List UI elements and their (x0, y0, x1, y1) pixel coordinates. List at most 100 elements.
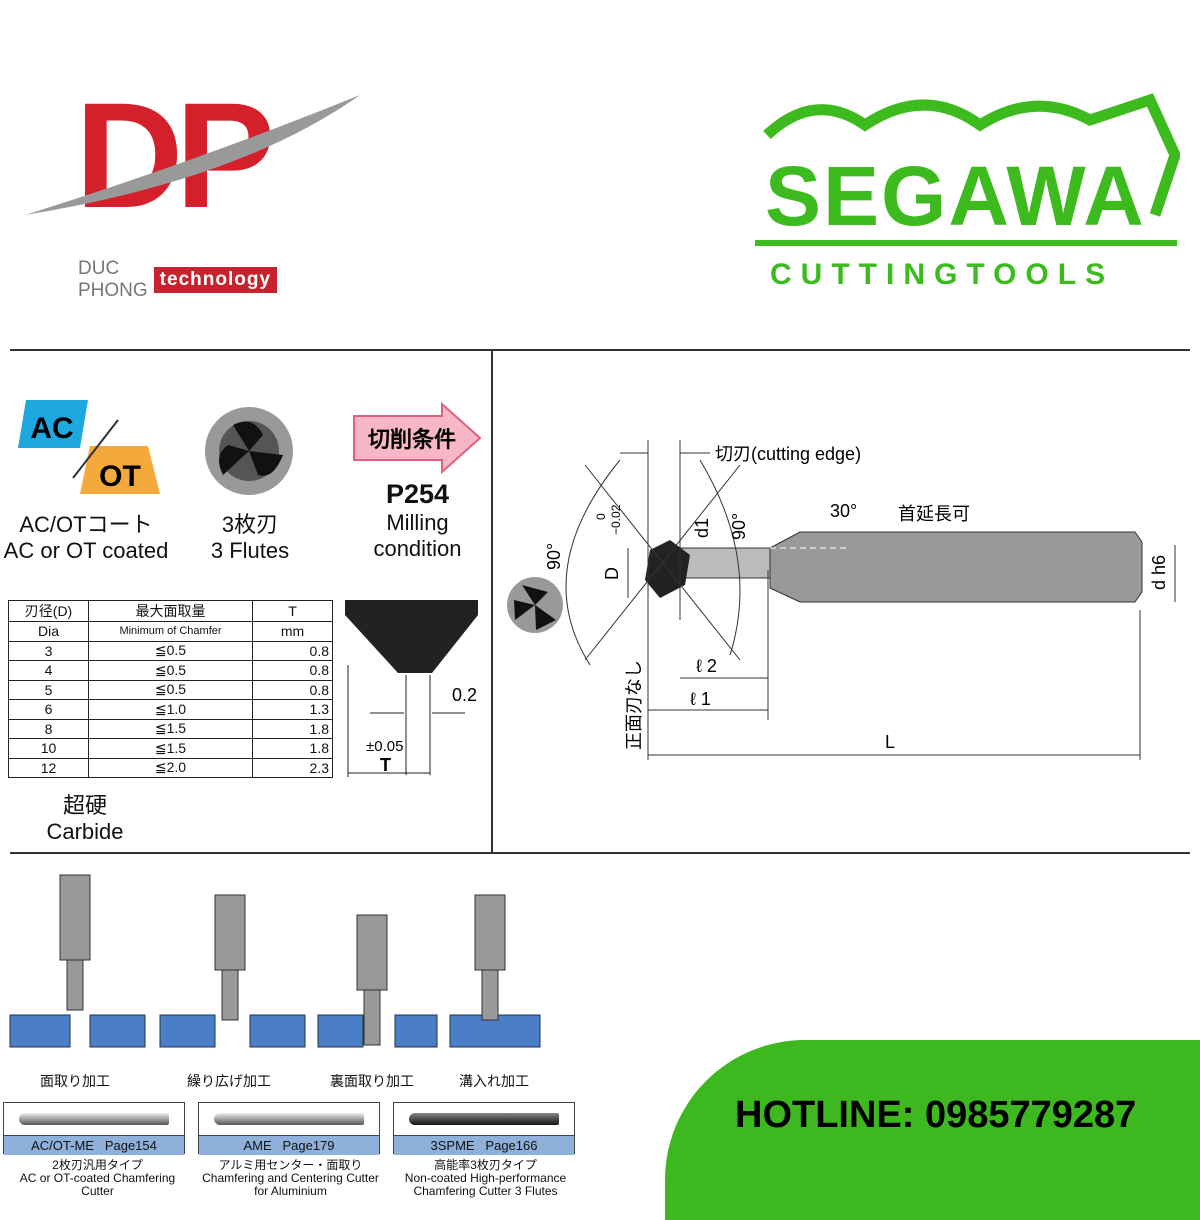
table-header-row: 刃径(D) 最大面取量 T (8, 600, 333, 622)
cell-dia: 3 (8, 640, 89, 661)
cell-dia: 5 (8, 679, 89, 700)
hotline-banner (665, 1040, 1200, 1220)
hotline-text[interactable]: HOTLINE: 0985779287 (735, 1094, 1137, 1136)
product-card-ame[interactable]: AME Page179 (198, 1102, 380, 1155)
cell-t: 1.3 (252, 699, 333, 720)
cell-t: 0.8 (252, 679, 333, 700)
cell-dia: 4 (8, 660, 89, 681)
desc-en2: Cutter (81, 1184, 114, 1198)
product-card-ac-ot-me[interactable]: AC/OT-ME Page154 (3, 1102, 185, 1155)
tol-top: 0 (594, 513, 608, 520)
segawa-name: SEGAWA (765, 149, 1146, 243)
header-chamfer-jp: 最大面取量 (88, 600, 253, 622)
cell-dia: 12 (8, 757, 89, 778)
desc-en1: Chamfering and Centering Cutter (202, 1171, 379, 1185)
dim-dh6: d h6 (1149, 555, 1169, 590)
dim-D: D (602, 567, 622, 580)
product-code: 3SPME (430, 1138, 475, 1153)
header-unit: mm (252, 621, 333, 642)
application-chamfer: 面取り加工 (40, 1073, 110, 1089)
cell-chamfer: ≦1.5 (88, 718, 253, 739)
condition-en2: condition (373, 536, 462, 561)
desc-jp: アルミ用センター・面取り (218, 1158, 363, 1172)
badge-ac: AC (30, 412, 73, 445)
divider-bottom (10, 852, 1190, 854)
coating-jp: AC/OTコート (19, 512, 153, 537)
cell-t: 2.3 (252, 757, 333, 778)
application-back-chamfer: 裏面取り加工 (330, 1073, 414, 1089)
product-page: Page166 (485, 1138, 538, 1153)
chamfer-flat-label: 0.2 (452, 685, 477, 705)
chamfer-detail-diagram: 0.2 ±0.05 T (345, 600, 478, 777)
condition-arrow-label: 切削条件 (368, 427, 456, 452)
cell-dia: 6 (8, 699, 89, 720)
dim-L: L (885, 732, 895, 752)
dim-l1: ℓ 1 (690, 689, 711, 709)
flutes-en: 3 Flutes (210, 538, 290, 563)
product-code: AME (243, 1138, 272, 1153)
dim-d1: d1 (692, 518, 712, 538)
cell-chamfer: ≦0.5 (88, 660, 253, 681)
cell-chamfer: ≦2.0 (88, 757, 253, 778)
divider-vertical (491, 349, 493, 853)
desc-en2: Chamfering Cutter 3 Flutes (413, 1184, 558, 1198)
header-dia-jp: 刃径(D) (8, 600, 89, 622)
material-en: Carbide (46, 819, 124, 844)
tol-bottom: −0.02 (609, 504, 623, 535)
desc-jp: 高能率3枚刃タイプ (434, 1158, 537, 1172)
desc-en1: AC or OT-coated Chamfering (19, 1171, 176, 1185)
condition-code: P254 (385, 479, 450, 509)
workpiece-blocks (9, 1014, 541, 1048)
application-grooving: 溝入れ加工 (459, 1073, 529, 1089)
dim-l2: ℓ 2 (696, 656, 717, 676)
material-jp: 超硬 (62, 793, 107, 818)
neck-label: 首延長可 (898, 504, 970, 524)
product-code: AC/OT-ME (31, 1138, 94, 1153)
angle-30-label: 30° (830, 501, 857, 521)
desc-jp: 2枚刃汎用タイプ (52, 1158, 143, 1172)
product-page: Page179 (282, 1138, 335, 1153)
cell-dia: 8 (8, 718, 89, 739)
tool-shanks (59, 874, 506, 1046)
chamfer-tol-label: ±0.05 (366, 738, 403, 755)
segawa-roof-icon (755, 93, 1180, 246)
coating-badge-icon: AC OT (18, 400, 160, 494)
dp-name: DUC PHONG (78, 258, 148, 301)
table-header-row: Dia Minimum of Chamfer mm (8, 621, 333, 642)
cell-t: 1.8 (252, 718, 333, 739)
dp-tag: technology (153, 267, 278, 293)
condition-en1: Milling (386, 510, 449, 535)
cell-chamfer: ≦1.5 (88, 738, 253, 759)
divider-top (10, 349, 1190, 351)
cell-dia: 10 (8, 738, 89, 759)
cell-chamfer: ≦0.5 (88, 640, 253, 661)
cell-t: 1.8 (252, 738, 333, 759)
badge-ot: OT (99, 460, 141, 493)
flutes-jp: 3枚刃 (221, 512, 279, 537)
coating-en: AC or OT coated (3, 538, 169, 563)
desc-en1: Non-coated High-performance (404, 1171, 567, 1185)
tool-dimension-drawing: 切刃(cutting edge) 30° 首延長可 90° 90° 0 −0.0… (507, 440, 1176, 760)
angle-90-right: 90° (729, 513, 749, 540)
cell-chamfer: ≦0.5 (88, 679, 253, 700)
desc-en2: for Aluminium (254, 1184, 327, 1198)
header-chamfer: Minimum of Chamfer (88, 621, 253, 642)
segawa-sub: CUTTINGTOOLS (770, 258, 1115, 291)
product-card-3spme[interactable]: 3SPME Page166 (393, 1102, 575, 1155)
cutting-edge-label: 切刃(cutting edge) (715, 444, 861, 464)
dp-swoosh-icon (25, 95, 360, 215)
cell-t: 0.8 (252, 660, 333, 681)
condition-arrow-icon: 切削条件 (353, 402, 482, 474)
product-page: Page154 (104, 1138, 157, 1153)
no-front-edge-label: 正面刃なし (624, 660, 644, 750)
